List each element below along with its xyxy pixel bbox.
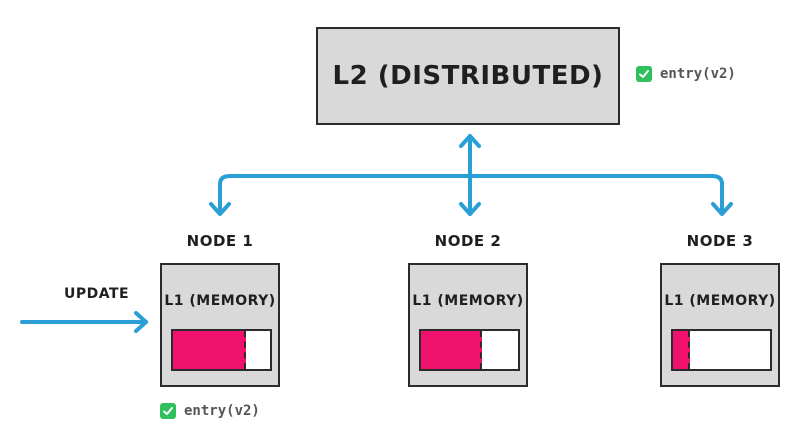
l2-label: L2 (DISTRIBUTED) xyxy=(332,61,604,91)
check-icon xyxy=(160,403,176,419)
node-1-label: NODE 1 xyxy=(186,232,254,250)
node-1-l1-cache: L1 (MEMORY) xyxy=(160,263,280,387)
node2-arrowhead-down xyxy=(459,202,481,216)
update-label: UPDATE xyxy=(64,286,130,302)
l2-distributed-cache: L2 (DISTRIBUTED) xyxy=(316,27,620,125)
l2-entry-text: entry(v2) xyxy=(660,66,736,82)
node-2-cache-fill xyxy=(421,331,483,369)
node-bus xyxy=(218,174,724,212)
node-2-l1-cache: L1 (MEMORY) xyxy=(408,263,528,387)
node-1-entry-badge: entry(v2) xyxy=(160,403,260,419)
node-3-l1-cache: L1 (MEMORY) xyxy=(660,263,780,387)
node-1-l1-label: L1 (MEMORY) xyxy=(164,293,276,309)
node-1-entry-text: entry(v2) xyxy=(184,403,260,419)
node1-arrowhead-down xyxy=(209,202,231,216)
node-3-label: NODE 3 xyxy=(686,232,754,250)
node-1-cache-fill xyxy=(173,331,246,369)
l2-arrowhead-up xyxy=(459,134,481,148)
check-icon xyxy=(636,66,652,82)
node-3-cache-bar xyxy=(671,329,772,371)
node3-arrowhead-down xyxy=(711,202,733,216)
node-3-cache-fill xyxy=(673,331,691,369)
update-arrowhead xyxy=(134,311,148,333)
node-1-cache-bar xyxy=(171,329,272,371)
node-2-l1-label: L1 (MEMORY) xyxy=(412,293,524,309)
node-2-cache-bar xyxy=(419,329,520,371)
node-3-l1-label: L1 (MEMORY) xyxy=(664,293,776,309)
node-2-label: NODE 2 xyxy=(434,232,502,250)
l2-entry-badge: entry(v2) xyxy=(636,66,736,82)
